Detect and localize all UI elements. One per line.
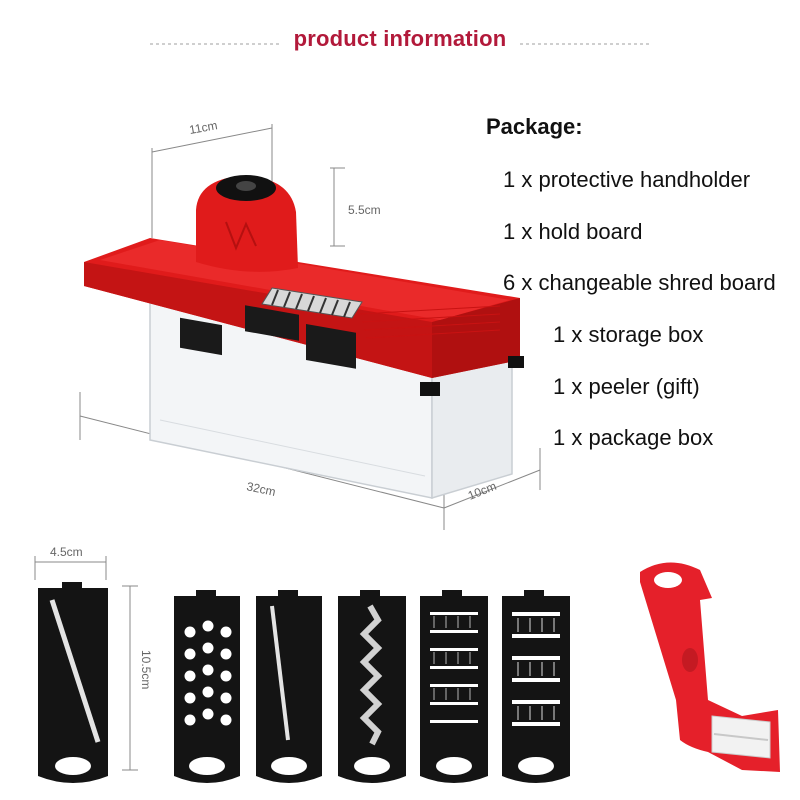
package-item: 1 x storage box [553,322,704,347]
package-item: 1 x peeler (gift) [553,374,700,399]
dim-label: 11cm [188,118,218,137]
blade-plate [256,590,322,783]
header-divider-right [520,43,650,45]
peeler-image [640,562,780,772]
header-divider-left [150,43,280,45]
blade-plate [174,590,240,783]
package-item: 1 x package box [553,425,714,450]
blade-plate [420,590,488,783]
package-item: 1 x hold board [503,219,643,244]
blade-plate [338,590,406,783]
dim-label: 10.5cm [139,650,153,689]
package-heading: Package: [486,114,583,139]
package-item: 6 x changeable shred board [503,270,776,295]
blade-plate [38,582,108,783]
dim-label: 5.5cm [348,203,381,217]
dim-label: 32cm [245,479,277,499]
blade-plate [502,590,570,783]
package-item: 1 x protective handholder [503,167,751,192]
dim-label: 4.5cm [50,545,83,559]
page-title: product information [293,26,507,51]
